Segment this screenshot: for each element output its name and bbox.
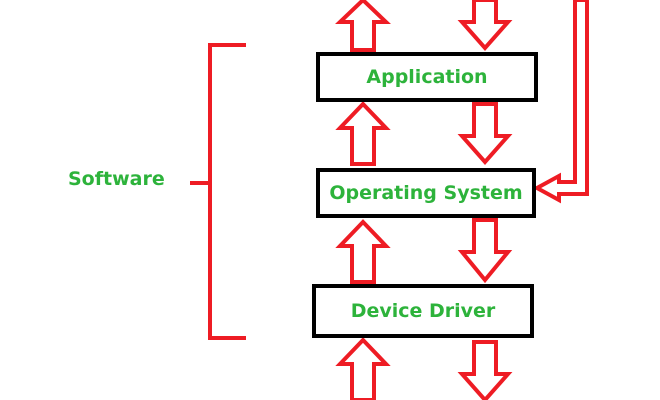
device-driver-box: Device Driver — [312, 284, 534, 338]
application-box: Application — [316, 52, 538, 102]
software-bracket — [190, 43, 246, 340]
application-label: Application — [366, 66, 488, 88]
down-arrow-os-to-driver — [457, 218, 513, 284]
software-label: Software — [68, 168, 165, 190]
down-arrow-app-to-os — [457, 102, 513, 166]
down-arrow-top — [457, 0, 513, 52]
device-driver-label: Device Driver — [350, 300, 496, 322]
up-arrow-os-to-driver — [335, 219, 391, 284]
up-arrow-app-to-os — [335, 101, 391, 166]
bypass-arrow — [532, 0, 589, 204]
operating-system-label: Operating System — [329, 182, 523, 204]
down-arrow-bottom — [457, 340, 513, 400]
up-arrow-top — [335, 0, 391, 52]
up-arrow-bottom — [335, 337, 391, 400]
operating-system-box: Operating System — [316, 168, 536, 218]
